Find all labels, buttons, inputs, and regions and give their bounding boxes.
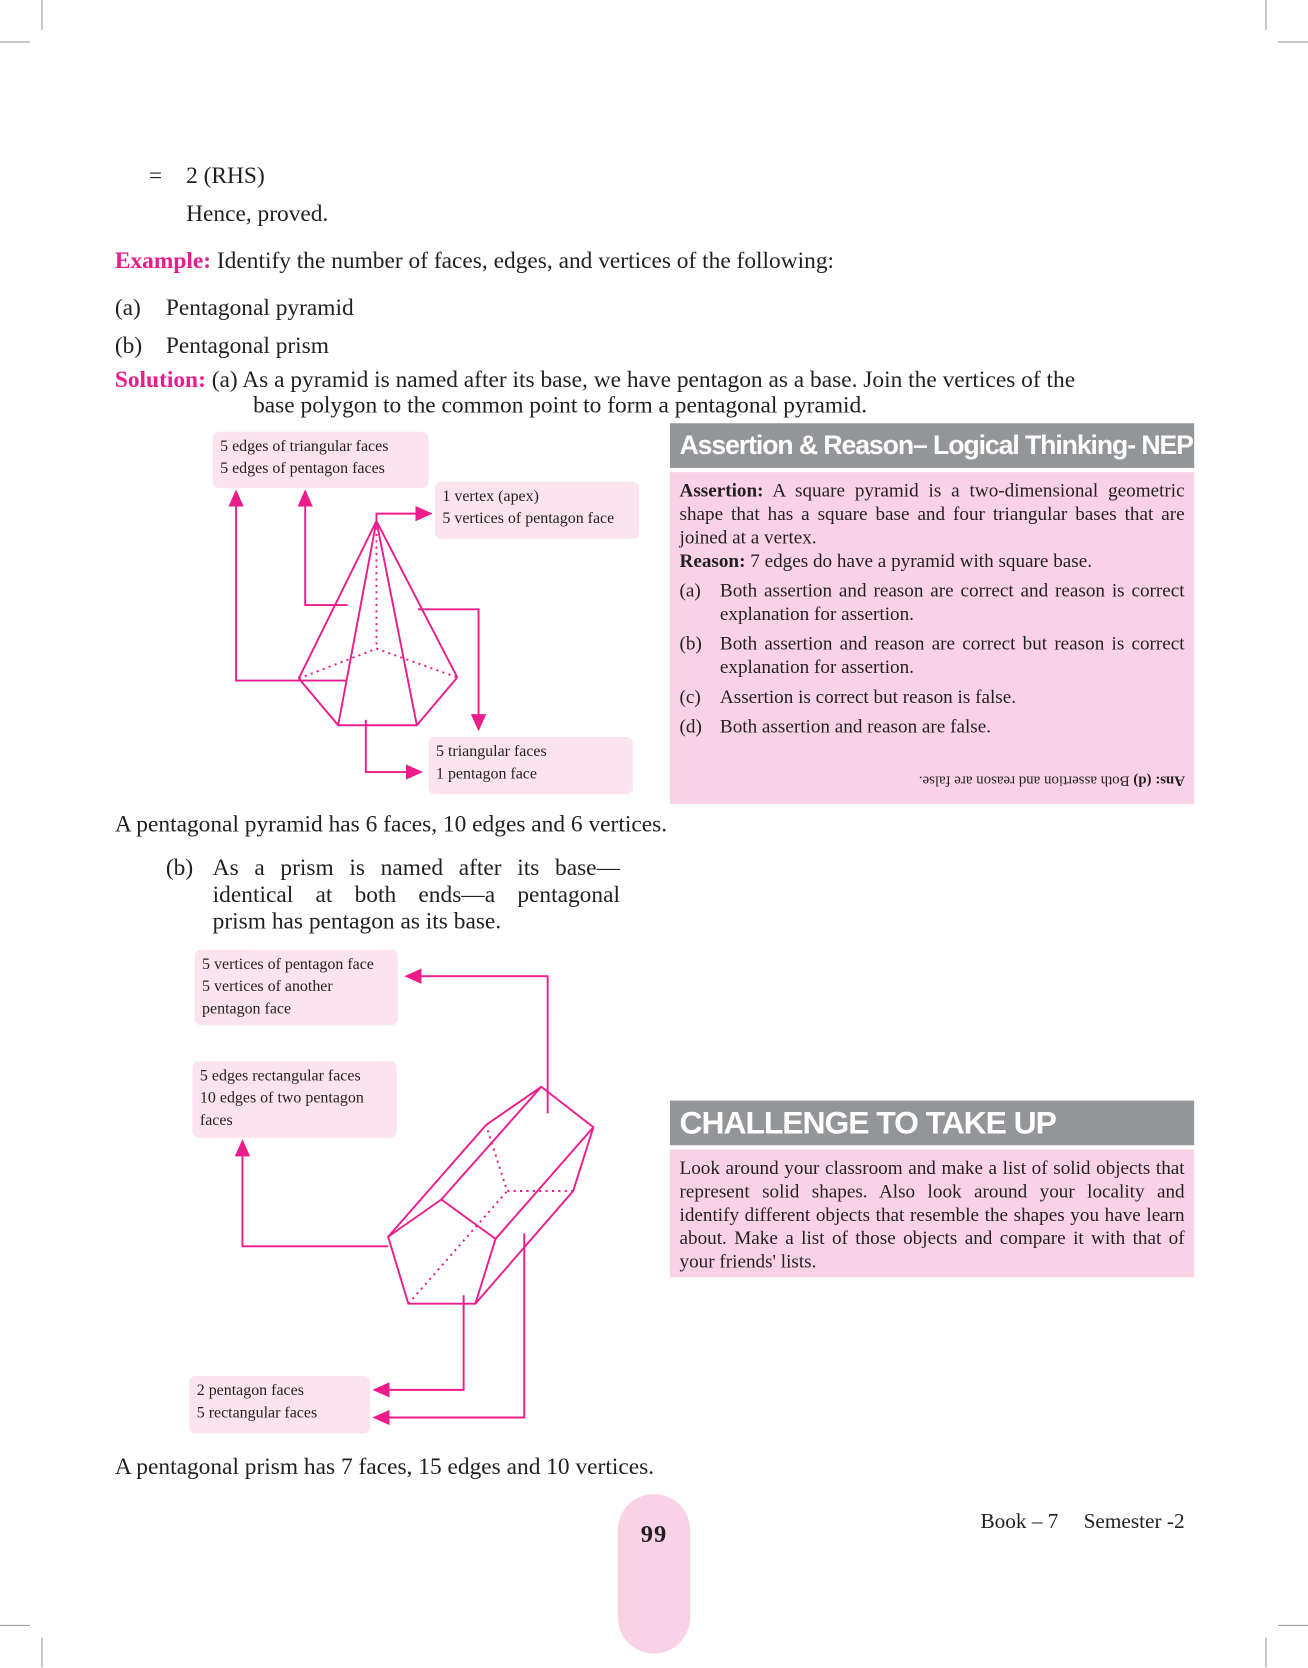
reason-text: Reason: 7 edges do have a pyramid with s… [679,549,1093,572]
option-c: (c)Assertion is correct but reason is fa… [679,685,1016,708]
solution-line-1: Solution: (a) As a pyramid is named afte… [115,366,1075,393]
footer-semester: Semester -2 [1083,1510,1185,1534]
crop-mark [1278,41,1308,43]
crop-mark [1278,1624,1308,1626]
example-item-b-key: (b) [114,331,143,359]
pyramid-vertices-label: 1 vertex (apex)5 vertices of pentagon fa… [434,481,640,540]
crop-mark [0,1624,30,1626]
page-number: 99 [640,1520,668,1548]
pyramid-summary: A pentagonal pyramid has 6 faces, 10 edg… [114,810,668,837]
solution-label: Solution: [114,365,206,393]
leader-line [372,1295,465,1398]
leader-line [375,505,433,522]
example-item-b: Pentagonal prism [165,331,329,359]
part-b-line-1: As a prism is named after its base— [212,853,620,881]
pyramid-edges [297,520,459,726]
crop-mark [41,1637,43,1668]
leader-line [372,1233,526,1426]
challenge-box-title: CHALLENGE TO TAKE UP [669,1100,1195,1146]
footer-book: Book – 7 [980,1510,1059,1534]
crop-mark [1265,0,1267,30]
leader-line [364,719,424,780]
prism-edges [387,1086,595,1305]
option-a: (a)Both assertion and reason are correct… [679,579,1185,625]
page-number-tab [617,1494,691,1654]
leader-line [234,1139,389,1248]
example-label: Example: [114,246,212,274]
prism-summary: A pentagonal prism has 7 faces, 15 edges… [114,1452,655,1480]
part-b-line-2: identical at both ends—a pentagonal [212,880,620,908]
part-b-line-3: prism has pentagon as its base. [212,907,502,934]
leader-line [297,489,348,607]
option-b: (b)Both assertion and reason are correct… [679,632,1185,678]
crop-mark [41,0,43,30]
example-heading: Example: Identify the number of faces, e… [115,247,834,274]
challenge-text: Look around your classroom and make a li… [679,1156,1185,1272]
example-item-a: Pentagonal pyramid [165,293,354,321]
pyramid-hidden-edges [298,521,458,680]
proof-equals: = [148,161,163,189]
solution-text: (a) As a pyramid is named after its base… [205,365,1076,393]
prism-hidden-edges [407,1124,574,1305]
prism-back-face [485,1085,595,1192]
example-item-a-key: (a) [114,293,141,321]
option-d: (d)Both assertion and reason are false. [679,715,992,737]
assertion-text: Assertion: A square pyramid is a two-dim… [679,479,1185,548]
part-b-key: (b) [165,853,194,881]
leader-line [404,968,549,1114]
challenge-box: Look around your classroom and make a li… [669,1149,1195,1278]
pyramid-base [298,676,458,727]
crop-mark [0,41,30,43]
solution-line-2: base polygon to the common point to form… [253,391,868,418]
assertion-box-title: Assertion & Reason– Logical Thinking- NE… [669,423,1255,468]
proof-rhs: 2 (RHS) [186,161,265,189]
leader-line [417,608,487,732]
assertion-box: Assertion: A square pyramid is a two-dim… [669,472,1195,804]
example-text: Identify the number of faces, edges, and… [211,246,835,274]
crop-mark [1265,1637,1267,1668]
prism-front-face [387,1198,497,1305]
leader-line [228,489,346,682]
upside-down-answer: Ans: (d) Both assertion and reason are f… [918,772,1185,788]
pentagonal-pyramid-diagram [228,489,487,780]
proof-hence: Hence, proved. [186,199,329,227]
pentagonal-prism-diagram [234,968,595,1426]
